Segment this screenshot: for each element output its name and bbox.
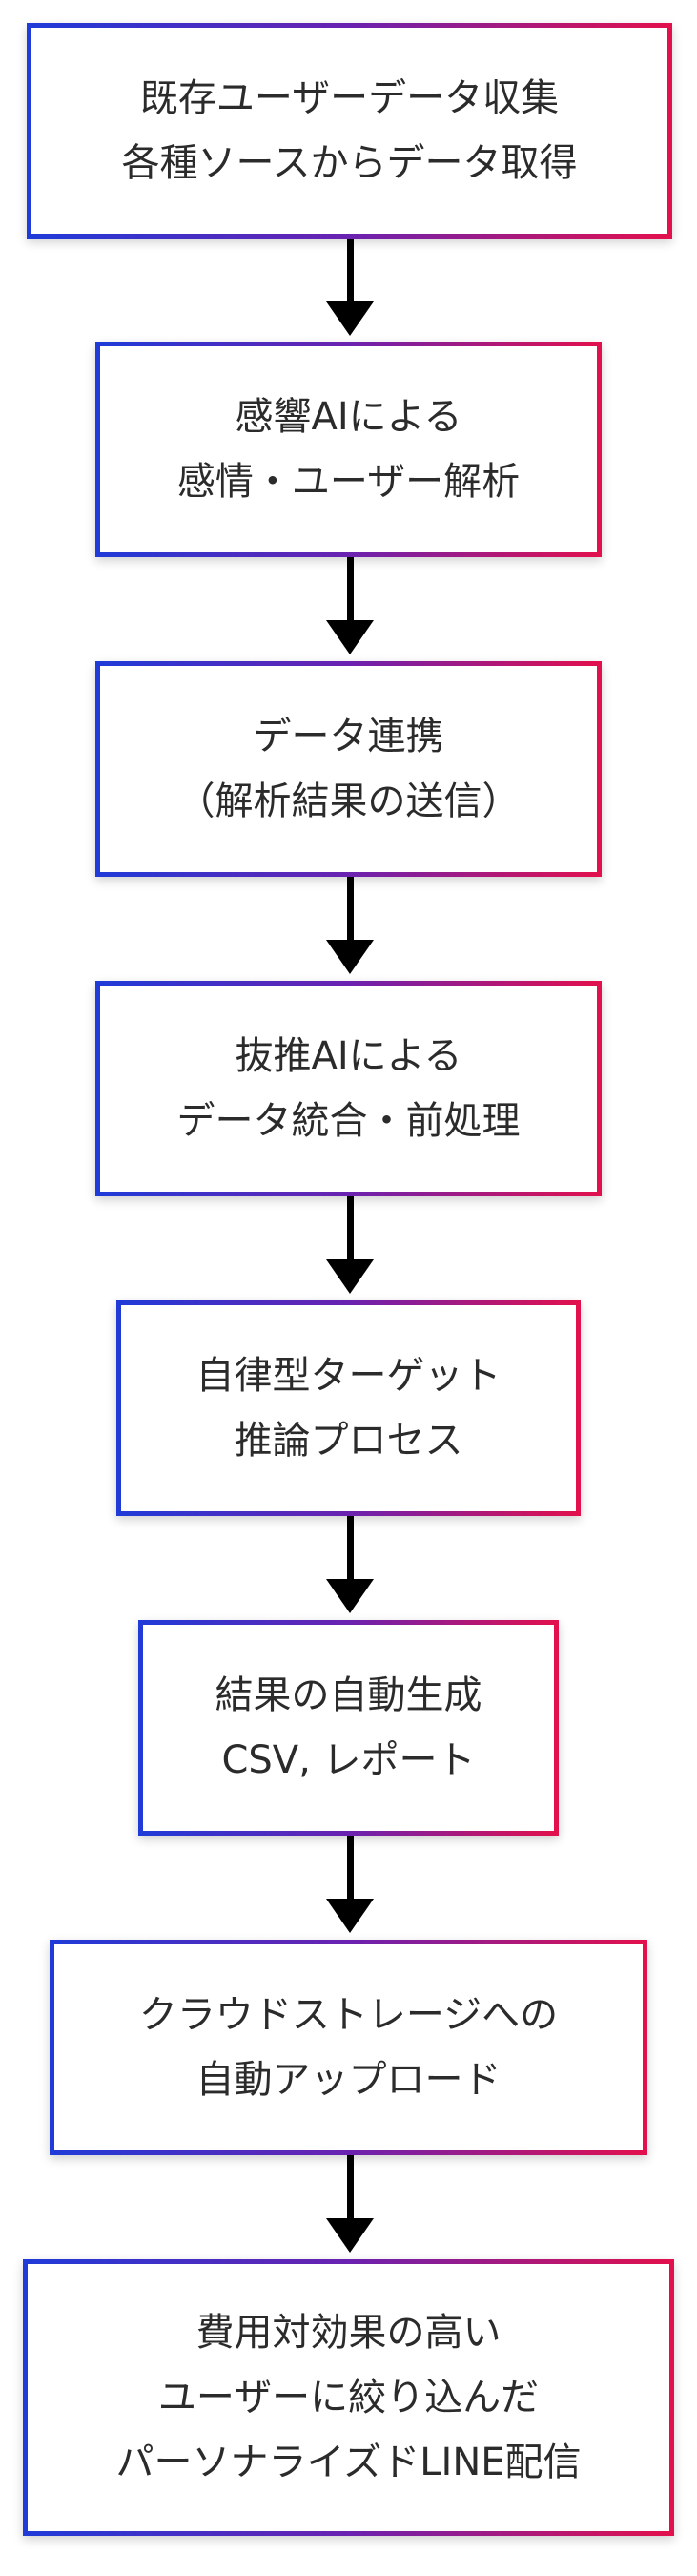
arrow-shaft (347, 557, 354, 624)
arrow-shaft (347, 1196, 354, 1263)
step-7-line-1: クラウドストレージへの (138, 1993, 559, 2037)
arrow-head (326, 620, 374, 654)
arrow-head (326, 2218, 374, 2253)
arrow-head (326, 1259, 374, 1294)
flow-step-1: 既存ユーザーデータ収集 各種ソースからデータ取得 (27, 23, 672, 239)
step-2-line-1: 感響AIによる (235, 395, 462, 439)
step-3-line-1: データ連携 (253, 715, 444, 758)
flow-step-5: 自律型ターゲット 推論プロセス (116, 1300, 581, 1516)
flow-arrow-2 (326, 557, 374, 654)
flow-step-2: 感響AIによる 感情・ユーザー解析 (95, 342, 602, 557)
step-1-line-1: 既存ユーザーデータ収集 (139, 76, 560, 120)
flow-arrow-5 (326, 1516, 374, 1613)
step-2-line-2: 感情・ユーザー解析 (176, 460, 521, 504)
arrow-shaft (347, 1516, 354, 1583)
step-6-line-2: CSV, レポート (221, 1738, 476, 1782)
flow-arrow-7 (326, 2155, 374, 2253)
step-5-line-1: 自律型ターゲット (195, 1354, 502, 1398)
arrow-shaft (347, 1836, 354, 1902)
flow-step-7: クラウドストレージへの 自動アップロード (50, 1940, 647, 2155)
step-8-line-3: パーソナライズドLINE配信 (115, 2441, 582, 2484)
flow-arrow-4 (326, 1196, 374, 1294)
step-4-line-1: 抜推AIによる (235, 1034, 462, 1078)
arrow-shaft (347, 2155, 354, 2222)
arrow-shaft (347, 239, 354, 305)
arrow-head (326, 1899, 374, 1933)
step-4-line-2: データ統合・前処理 (176, 1099, 521, 1143)
step-7-line-2: 自動アップロード (195, 2058, 502, 2102)
step-6-line-1: 結果の自動生成 (215, 1673, 482, 1717)
step-8-line-1: 費用対効果の高い (195, 2311, 502, 2355)
arrow-head (326, 1579, 374, 1613)
step-5-line-2: 推論プロセス (234, 1419, 463, 1463)
flow-step-4: 抜推AIによる データ統合・前処理 (95, 981, 602, 1196)
flow-step-6: 結果の自動生成 CSV, レポート (138, 1620, 559, 1836)
step-3-line-2: （解析結果の送信） (176, 779, 521, 823)
flow-arrow-3 (326, 877, 374, 974)
step-1-line-2: 各種ソースからデータ取得 (121, 141, 578, 185)
step-8-line-2: ユーザーに絞り込んだ (157, 2376, 540, 2420)
flow-arrow-6 (326, 1836, 374, 1933)
flow-step-8: 費用対効果の高い ユーザーに絞り込んだ パーソナライズドLINE配信 (23, 2259, 674, 2536)
arrow-shaft (347, 877, 354, 944)
arrow-head (326, 940, 374, 974)
flow-step-3: データ連携 （解析結果の送信） (95, 661, 602, 877)
flow-arrow-1 (326, 239, 374, 336)
arrow-head (326, 301, 374, 336)
